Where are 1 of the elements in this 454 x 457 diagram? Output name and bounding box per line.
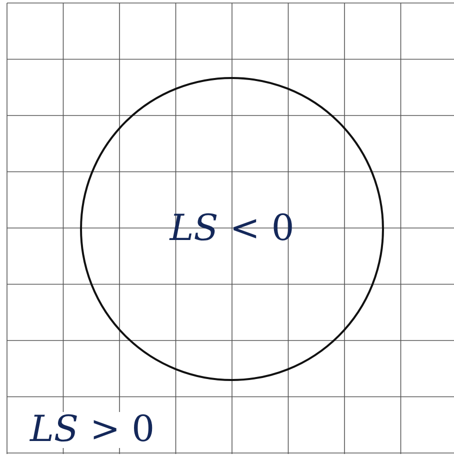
region-label: LS > 0: [30, 412, 155, 448]
